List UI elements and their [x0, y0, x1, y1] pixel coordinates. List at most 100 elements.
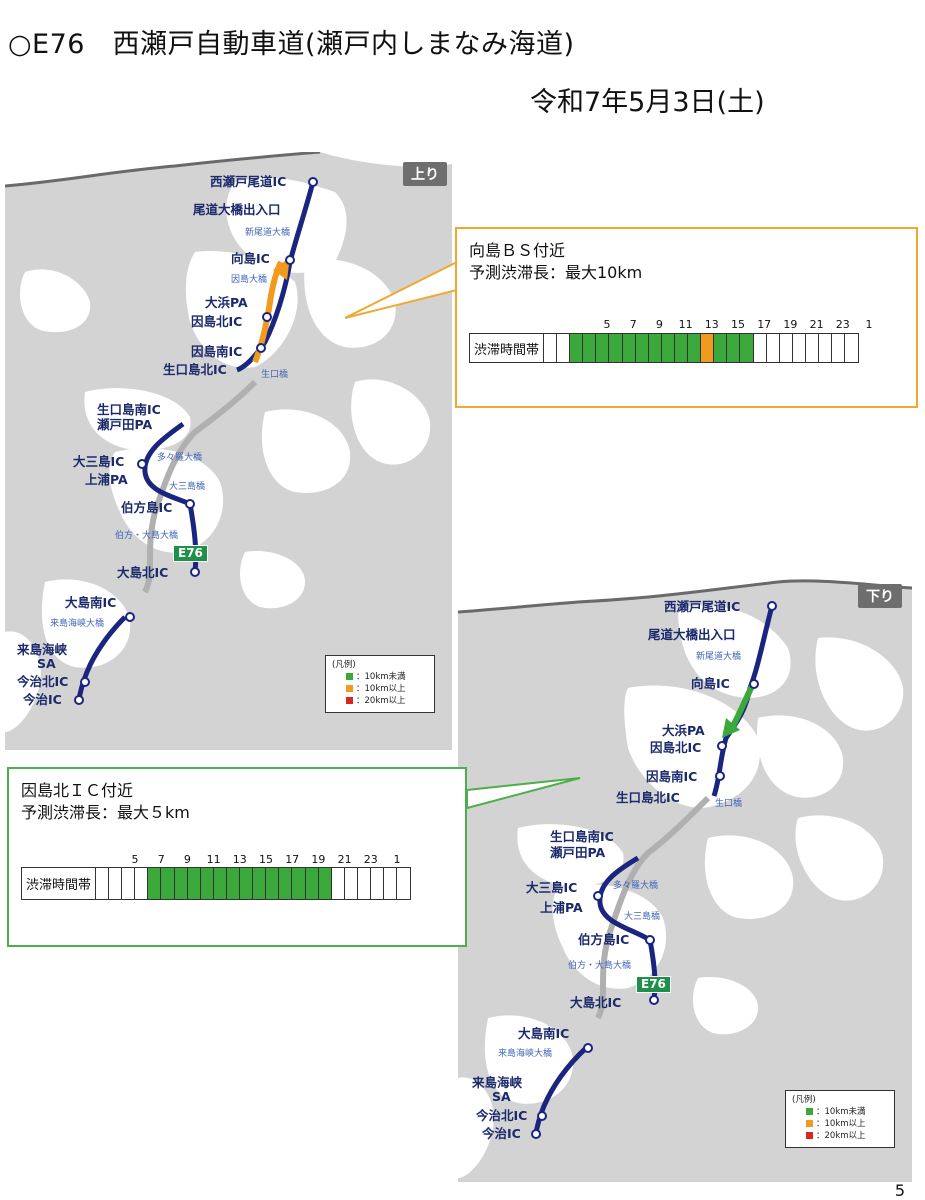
time-cell [740, 334, 754, 362]
time-cell [213, 868, 227, 899]
time-cell [544, 334, 558, 362]
ic-label: 因島南IC [646, 769, 698, 784]
bridge-label: 多々羅大橋 [613, 881, 659, 891]
ic-label: 尾道大橋出入口 [193, 202, 281, 217]
legend-swatch-red [806, 1132, 813, 1139]
grid-cells [544, 334, 859, 362]
legend-swatch-green [806, 1108, 813, 1115]
legend-swatch-orange [346, 685, 353, 692]
ic-label: 向島IC [231, 251, 270, 266]
hour-label: 11 [206, 853, 221, 866]
time-cell [187, 868, 201, 899]
legend-swatch-red [346, 697, 353, 704]
time-cell [200, 868, 214, 899]
ic-label: 向島IC [691, 676, 730, 691]
bridge-label: 生口橋 [261, 370, 289, 380]
time-cell [805, 334, 819, 362]
time-cell [384, 868, 398, 899]
legend-up: (凡例) ：10km未満 ：10km以上 ：20km以上 [325, 655, 435, 713]
ic-label: 今治北IC [17, 674, 69, 689]
time-cell [766, 334, 780, 362]
hour-label: 9 [655, 318, 663, 331]
time-cell [832, 334, 846, 362]
map-down: 下り 西瀬戸尾道IC 尾道大橋出入口 新尾道大橋 向島IC 大浜PA 因島北IC… [458, 578, 912, 1182]
ic-label: 今治北IC [476, 1108, 528, 1123]
hour-label: 17 [757, 318, 772, 331]
ic-label: 西瀬戸尾道IC [210, 174, 287, 189]
legend-label: ：20km以上 [816, 1131, 866, 1141]
callout-pointer-down [466, 777, 581, 810]
time-cell [596, 334, 610, 362]
bridge-label: 伯方・大島大橋 [115, 531, 179, 541]
ic-label: 西瀬戸尾道IC [664, 599, 741, 614]
hour-label: 23 [835, 318, 850, 331]
ic-label: 大浜PA [205, 295, 248, 310]
time-cell [174, 868, 188, 899]
map-down-background [458, 578, 912, 1182]
ic-label: 上浦PA [85, 472, 128, 487]
time-cell [148, 868, 162, 899]
time-cell [331, 868, 345, 899]
hour-label: 19 [783, 318, 798, 331]
time-cell [792, 334, 806, 362]
time-cell [226, 868, 241, 899]
ic-label: 伯方島IC [578, 932, 630, 947]
time-cell [818, 334, 833, 362]
callout-location: 因島北ＩＣ付近 [21, 781, 134, 800]
time-cell [305, 868, 319, 899]
legend-swatch-orange [806, 1120, 813, 1127]
hour-label: 9 [183, 853, 191, 866]
time-cell [357, 868, 371, 899]
ic-label: SA [37, 656, 56, 671]
time-grid: 渋滞時間帯 [469, 333, 860, 363]
hour-label: 1 [393, 853, 401, 866]
time-cell [714, 334, 728, 362]
time-cell [292, 868, 306, 899]
bridge-label: 来島海峡大橋 [498, 1049, 553, 1059]
bridge-label: 多々羅大橋 [157, 453, 203, 463]
ic-label: 来島海峡 [17, 642, 68, 657]
bridge-label: 大三島橋 [169, 482, 206, 492]
grid-label: 渋滞時間帯 [22, 868, 97, 899]
bridge-label: 生口橋 [715, 799, 743, 809]
ic-label: 今治IC [23, 692, 62, 707]
page-title: ○E76 西瀬戸自動車道(瀬戸内しまなみ海道) [8, 29, 575, 60]
ic-label: 大島北IC [570, 995, 622, 1010]
time-cell [135, 868, 149, 899]
ic-label: 伯方島IC [121, 500, 173, 515]
time-cell [161, 868, 175, 899]
bridge-label: 伯方・大島大橋 [568, 961, 632, 971]
ic-label: 生口島南IC [550, 829, 614, 844]
hour-label: 15 [731, 318, 745, 331]
ic-label: 生口島南IC [97, 402, 161, 417]
callout-length: 予測渋滞長：最大５km [21, 803, 190, 822]
bridge-label: 来島海峡大橋 [50, 619, 105, 629]
time-cell [635, 334, 649, 362]
hour-label: 13 [704, 318, 719, 331]
legend-down: (凡例) ：10km未満 ：10km以上 ：20km以上 [785, 1090, 895, 1148]
time-cell [318, 868, 332, 899]
ic-label: 生口島北IC [163, 362, 227, 377]
page-number: 5 [894, 1181, 905, 1200]
legend-label: ：20km以上 [356, 696, 406, 706]
hour-label: 17 [285, 853, 300, 866]
legend-label: ：10km未満 [816, 1107, 866, 1117]
hour-label: 23 [363, 853, 378, 866]
time-cell [279, 868, 293, 899]
time-cell [570, 334, 584, 362]
ic-label: 来島海峡 [472, 1075, 523, 1090]
ic-label: SA [492, 1089, 511, 1104]
ic-label: 大三島IC [526, 880, 578, 895]
legend-label: ：10km未満 [356, 672, 406, 682]
hour-label: 11 [678, 318, 693, 331]
hour-label: 5 [131, 853, 139, 866]
time-cell [701, 334, 715, 362]
hour-label: 21 [337, 853, 352, 866]
time-cell [266, 868, 280, 899]
ic-label: 生口島北IC [616, 790, 680, 805]
